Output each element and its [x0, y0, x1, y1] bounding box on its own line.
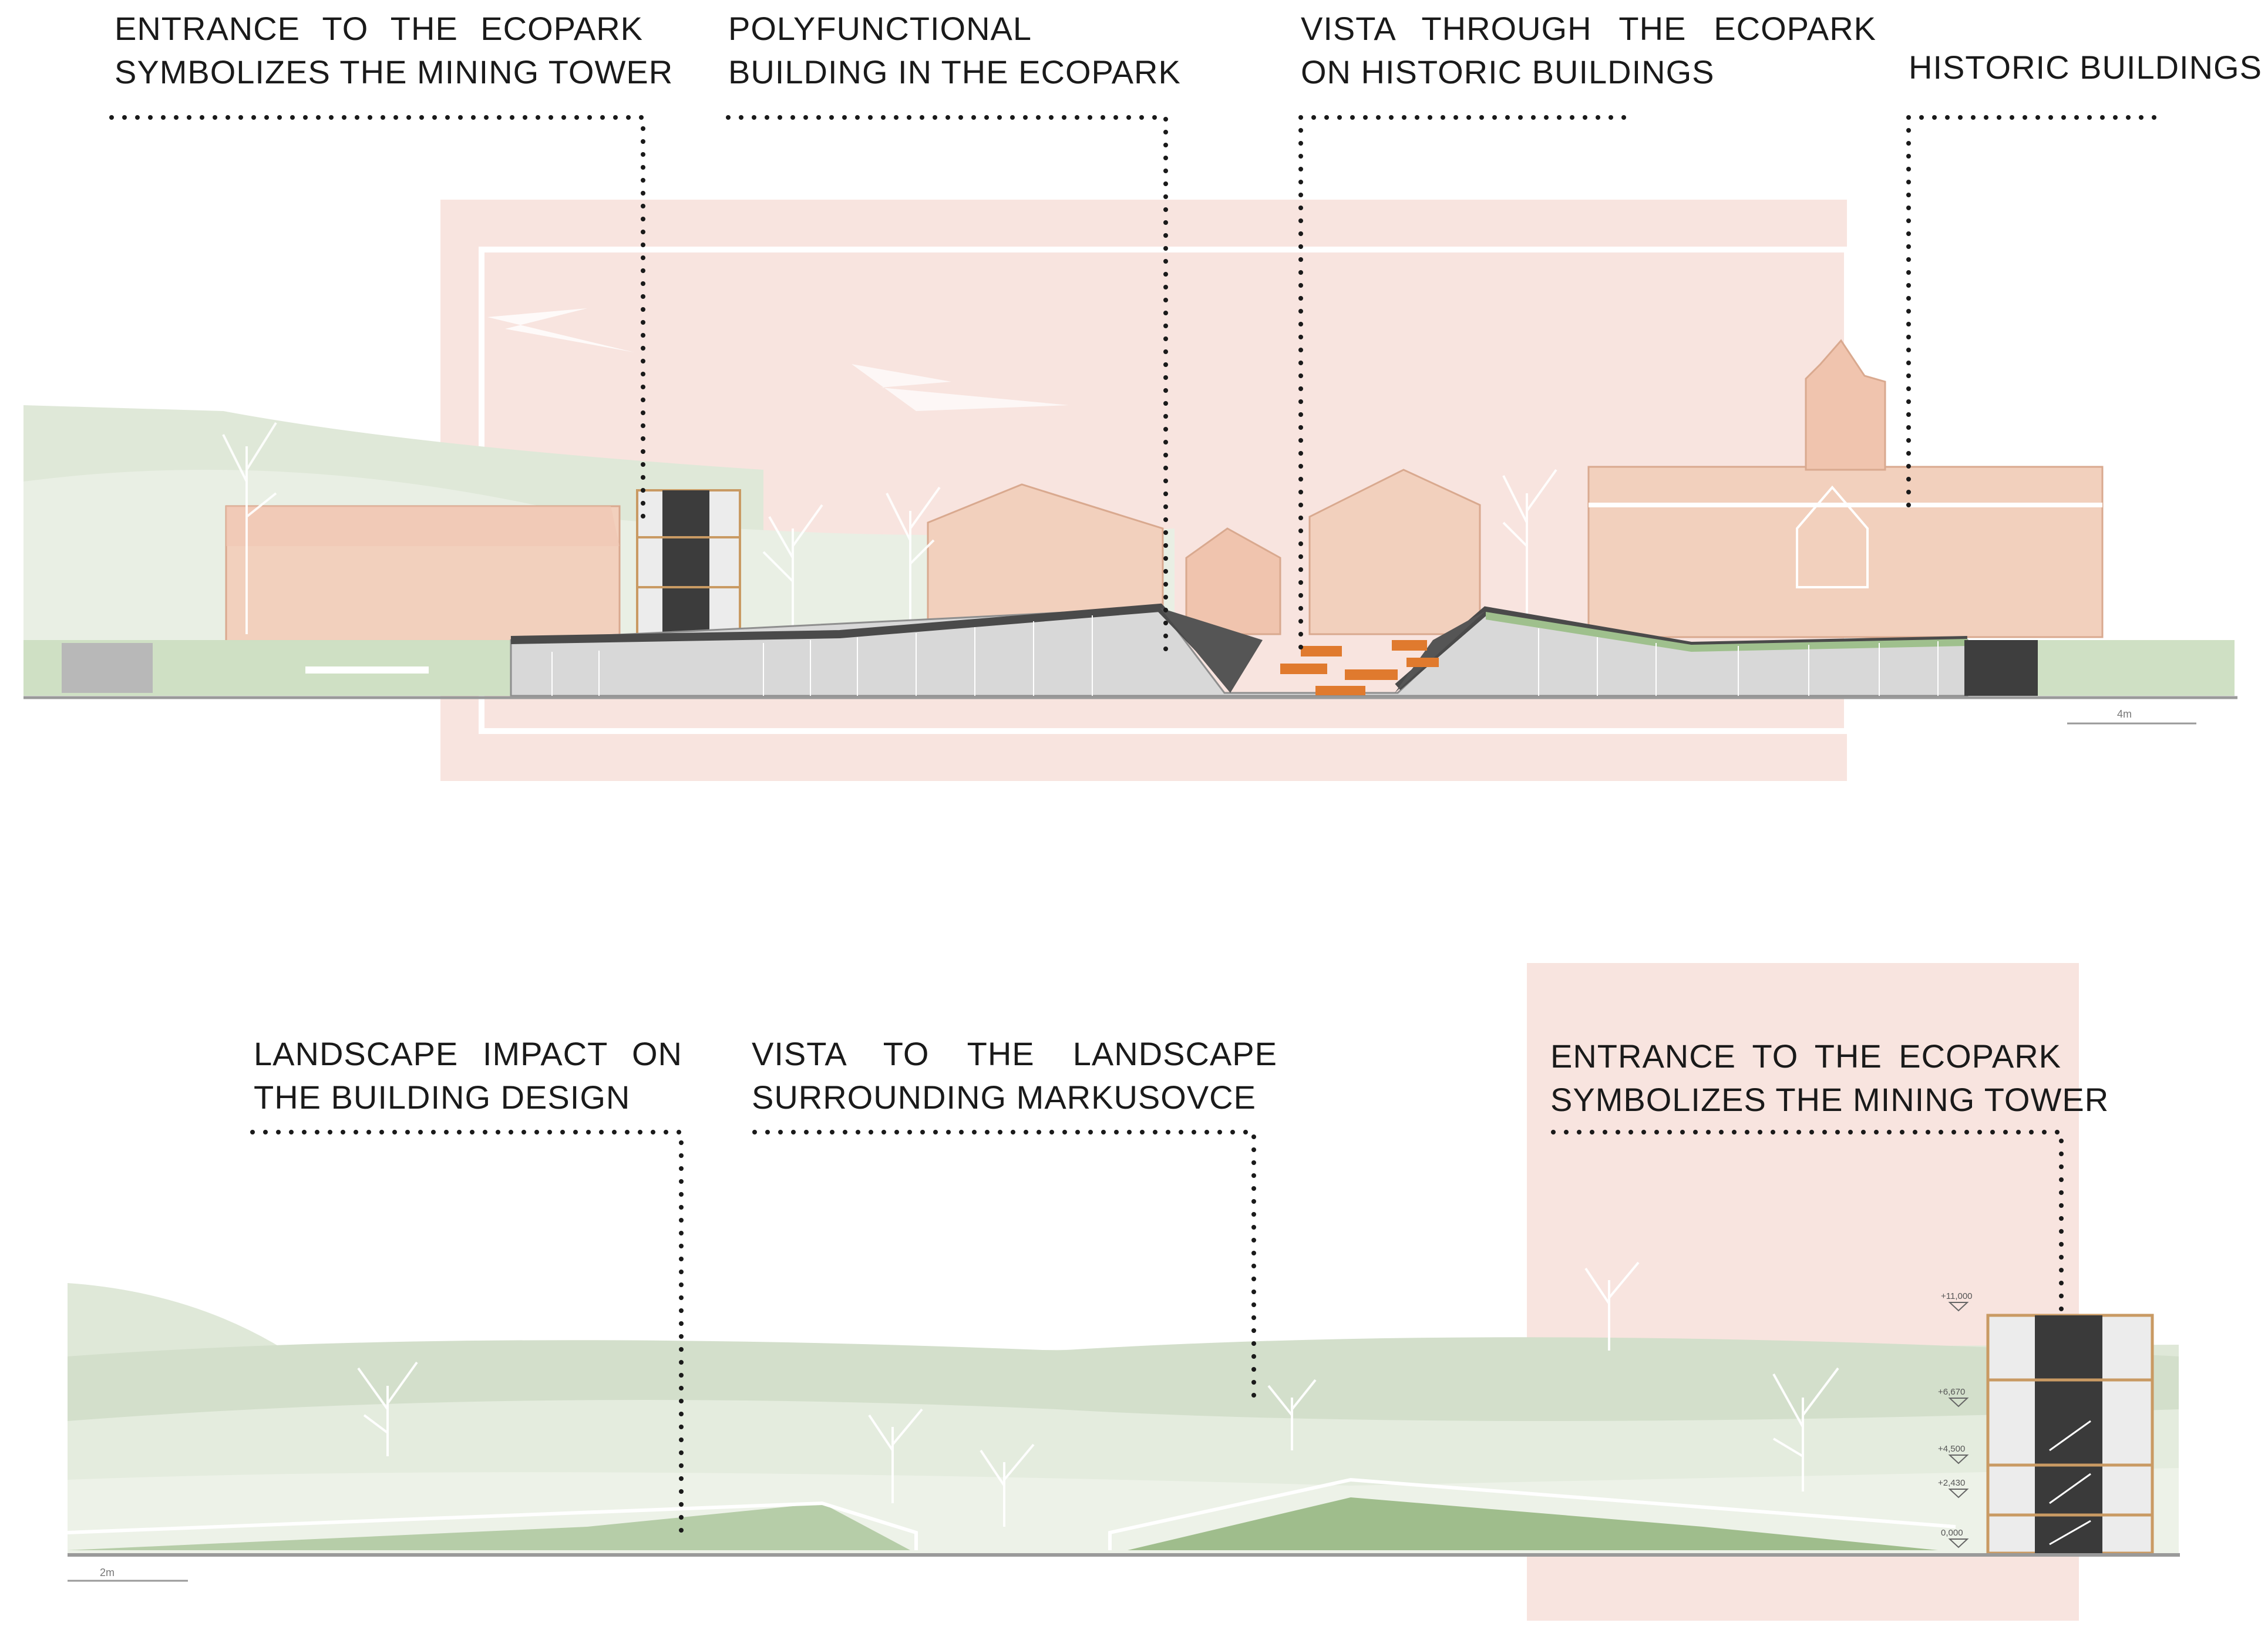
annotation-line: VISTA THROUGH THE ECOPARK — [1301, 10, 1876, 47]
annotation-line: SYMBOLIZES THE MINING TOWER — [115, 53, 674, 90]
ground-strip-right — [2038, 640, 2235, 696]
annotation-landscape-impact: LANDSCAPE IMPACT ON THE BUILDING DESIGN — [254, 1032, 682, 1119]
entrance-block-right — [1964, 640, 2038, 696]
annotation-entrance-top: ENTRANCE TO THE ECOPARK SYMBOLIZES THE M… — [115, 7, 674, 94]
annotation-line: LANDSCAPE IMPACT ON — [254, 1035, 682, 1072]
orange-steps — [1280, 640, 1439, 695]
level-label: +4,500 — [1938, 1444, 1965, 1454]
annotation-historic: HISTORIC BUILDINGS — [1909, 46, 2262, 89]
bench — [305, 666, 429, 674]
annotation-line: ENTRANCE TO THE ECOPARK — [1550, 1038, 2061, 1075]
annotation-line: BUILDING IN THE ECOPARK — [728, 53, 1181, 90]
annotation-entrance-bottom: ENTRANCE TO THE ECOPARK SYMBOLIZES THE M… — [1550, 1035, 2109, 1122]
scale-label-top: 4m — [2117, 708, 2132, 720]
top-section-drawing: 4m — [23, 115, 2237, 781]
mining-tower-bottom — [1986, 1314, 2154, 1555]
annotation-line: SURROUNDING MARKUSOVCE — [752, 1079, 1256, 1116]
roof-wedge-right — [1395, 611, 1486, 693]
level-label: +6,670 — [1938, 1387, 1965, 1397]
historic-roof-left — [226, 506, 620, 546]
annotation-line: POLYFUNCTIONAL — [728, 10, 1032, 47]
annotation-line: ENTRANCE TO THE ECOPARK — [115, 10, 643, 47]
historic-building-small — [1185, 527, 1281, 635]
green-mound-center — [1128, 1497, 1938, 1550]
annotation-line: ON HISTORIC BUILDINGS — [1301, 53, 1715, 90]
hill-back-bottom — [68, 1283, 2179, 1556]
annotation-polyfunctional: POLYFUNCTIONAL BUILDING IN THE ECOPARK — [728, 7, 1186, 94]
cloud-shape — [852, 364, 1069, 411]
annotation-vista-landscape: VISTA TO THE LANDSCAPE SURROUNDING MARKU… — [752, 1032, 1277, 1119]
green-mound-left — [68, 1503, 910, 1550]
level-label: +11,000 — [1941, 1291, 1973, 1301]
hill-front-bottom — [68, 1400, 2179, 1556]
leader-lines-top — [109, 115, 2166, 660]
annotation-vista-historic: VISTA THROUGH THE ECOPARK ON HISTORIC BU… — [1301, 7, 1876, 94]
level-label: +2,430 — [1938, 1478, 1965, 1488]
cloud-shape — [487, 308, 634, 352]
roof-outline-bottom — [67, 1477, 1956, 1550]
trees-top — [222, 422, 1557, 634]
level-label: 0,000 — [1941, 1528, 1963, 1538]
leader-lines-bottom — [250, 1130, 2064, 1541]
hill-light-bottom — [68, 1468, 2179, 1556]
annotation-line: VISTA TO THE LANDSCAPE — [752, 1035, 1277, 1072]
church-tower — [1805, 339, 1886, 471]
trees-bottom — [357, 1261, 1839, 1527]
annotation-line: SYMBOLIZES THE MINING TOWER — [1550, 1081, 2109, 1118]
hill-mid-bottom — [68, 1337, 2179, 1556]
mining-tower-top — [636, 489, 741, 641]
stone-block — [62, 643, 153, 693]
annotation-line: THE BUILDING DESIGN — [254, 1079, 631, 1116]
roof-wedge-left — [1160, 608, 1263, 693]
historic-building-long — [1587, 466, 2104, 638]
facade-mullions — [551, 615, 1939, 696]
green-roof — [1486, 612, 1967, 652]
annotation-line: HISTORIC BUILDINGS — [1909, 49, 2262, 86]
scale-label-bottom: 2m — [100, 1567, 115, 1578]
tower-level-markers: +11,000 +6,670 +4,500 +2,430 0,000 — [1938, 1291, 1973, 1548]
pavilion — [1796, 485, 1869, 588]
